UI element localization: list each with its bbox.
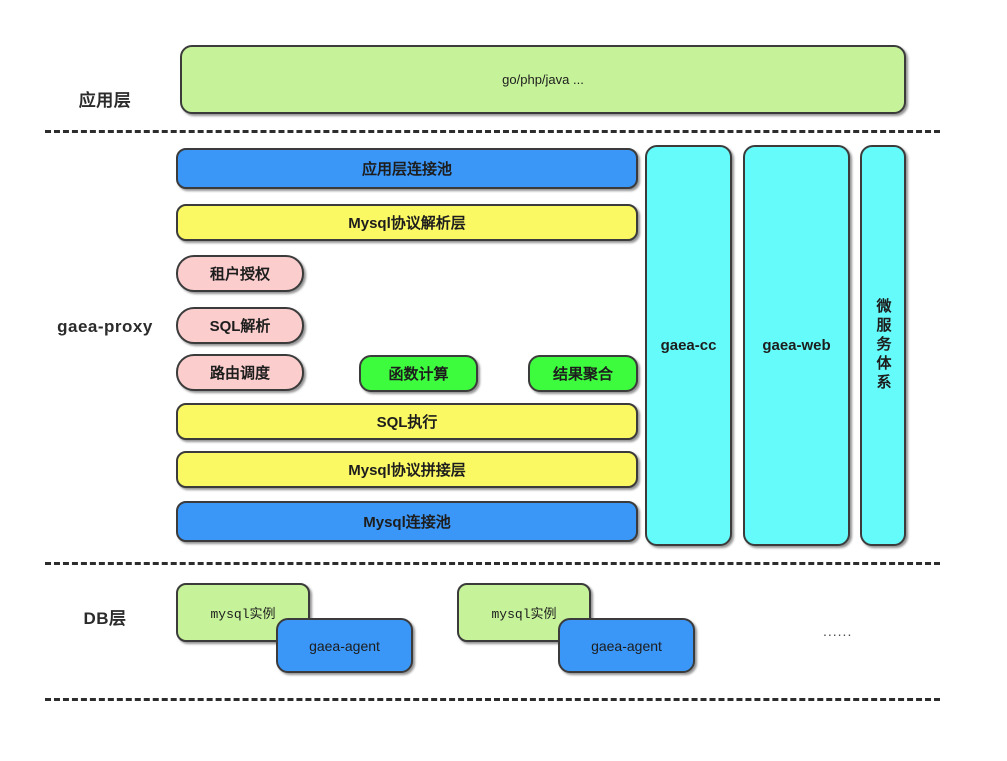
- divider-proxy-db: [45, 562, 940, 565]
- proxy-box-app-conn-pool[interactable]: 应用层连接池: [176, 148, 638, 189]
- proxy-box-mysql-protocol-parse[interactable]: Mysql协议解析层: [176, 204, 638, 241]
- proxy-box-sql-execute[interactable]: SQL执行: [176, 403, 638, 440]
- column-microservice-system[interactable]: 微服务体系: [860, 145, 906, 546]
- db-mysql-instance-1[interactable]: mysql实例: [176, 583, 310, 642]
- proxy-box-tenant-auth[interactable]: 租户授权: [176, 255, 304, 292]
- proxy-box-route-schedule[interactable]: 路由调度: [176, 354, 304, 391]
- db-gaea-agent-2[interactable]: gaea-agent: [558, 618, 695, 673]
- proxy-box-sql-parse[interactable]: SQL解析: [176, 307, 304, 344]
- layer-label-db: DB层: [83, 609, 127, 628]
- column-gaea-web[interactable]: gaea-web: [743, 145, 850, 546]
- proxy-box-result-aggregate[interactable]: 结果聚合: [528, 355, 638, 392]
- layer-label-app: 应用层: [78, 91, 132, 110]
- divider-app-proxy: [45, 130, 940, 133]
- layer-label-proxy: gaea-proxy: [57, 317, 153, 336]
- divider-db-bottom: [45, 698, 940, 701]
- proxy-box-mysql-conn-pool[interactable]: Mysql连接池: [176, 501, 638, 542]
- db-gaea-agent-1[interactable]: gaea-agent: [276, 618, 413, 673]
- db-more-ellipsis: ......: [823, 623, 853, 639]
- proxy-box-mysql-protocol-assemble[interactable]: Mysql协议拼接层: [176, 451, 638, 488]
- column-gaea-cc[interactable]: gaea-cc: [645, 145, 732, 546]
- proxy-box-function-compute[interactable]: 函数计算: [359, 355, 478, 392]
- app-layer-box[interactable]: go/php/java ...: [180, 45, 906, 114]
